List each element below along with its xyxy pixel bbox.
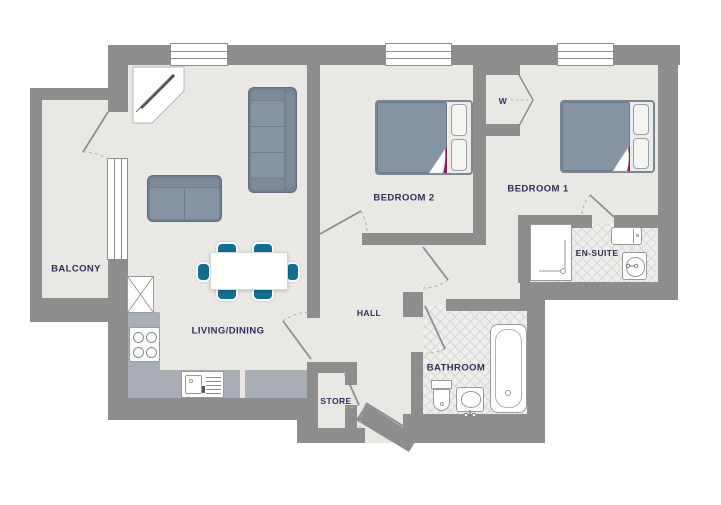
wall-balcony-left	[30, 88, 42, 318]
pillow	[633, 104, 649, 135]
sink-tap	[202, 386, 205, 393]
hob	[129, 327, 160, 362]
bathroom-sink	[456, 387, 484, 412]
armchair-back	[150, 178, 219, 187]
window-pane	[114, 159, 122, 259]
wall-store-stub-bottom	[345, 405, 357, 432]
sink-basin	[185, 375, 202, 394]
wall-left-upper	[108, 45, 128, 112]
room-label-balcony: BALCONY	[51, 263, 101, 275]
bathtub-inner	[495, 329, 522, 408]
wall-bathroom-bottom	[403, 414, 545, 443]
wall-closet-stub-bottom	[486, 124, 520, 136]
sofa-cushion-line	[251, 126, 284, 127]
wall-kitchen-bottom	[108, 398, 307, 420]
toilet-flush-dot	[636, 234, 639, 237]
wall-living-hall-lower	[307, 362, 318, 430]
armchair-cushion-line	[184, 188, 185, 219]
pillow	[451, 139, 467, 171]
wall-bathroom-top	[446, 299, 527, 311]
sofa-back	[286, 91, 294, 188]
dining-table	[210, 252, 288, 290]
bathtub	[490, 324, 527, 413]
duvet	[562, 102, 630, 171]
window-pane	[171, 51, 227, 59]
window-living	[170, 43, 228, 66]
hob-burner	[133, 332, 144, 343]
armchair	[147, 175, 222, 222]
room-label-bedroom2: BEDROOM 2	[373, 192, 435, 204]
basin-oval	[461, 391, 481, 408]
kitchen-sink	[181, 371, 224, 398]
pillow	[451, 104, 467, 136]
wall-store-top	[307, 362, 348, 373]
window-bedroom2	[385, 43, 452, 66]
washing-machine	[127, 276, 154, 313]
sofa-seat	[251, 101, 284, 178]
wall-ensuite-left	[518, 215, 530, 283]
wall-right	[658, 45, 678, 300]
wall-bedroom1-bottom-right	[614, 215, 658, 228]
room-label-store: STORE	[320, 396, 352, 406]
sink-tap-dot	[189, 379, 193, 383]
room-label-bathroom: BATHROOM	[426, 362, 486, 374]
bathtub-drain	[505, 390, 511, 396]
wall-balcony-top	[30, 88, 110, 100]
wall-balcony-bottom	[30, 298, 128, 322]
wall-closet-stub-top	[486, 63, 520, 75]
duvet	[377, 102, 447, 173]
hob-burner	[133, 347, 144, 358]
sofa-arm	[251, 179, 284, 190]
window-pane	[558, 51, 613, 59]
sink-drainer	[206, 377, 221, 394]
pillow	[633, 138, 649, 169]
wall-store-bottom	[298, 428, 365, 443]
room-label-ensuite: EN-SUITE	[575, 248, 619, 258]
room-label-wardrobe: W	[498, 96, 508, 106]
wall-store-stub-top	[345, 362, 357, 385]
kitchen-counter-bottom-right	[245, 370, 307, 398]
toilet-divider	[633, 229, 634, 243]
window-pane	[386, 51, 451, 59]
wall-bathroom-left	[411, 352, 423, 414]
wall-hall-stub	[403, 292, 423, 317]
toilet-flush-dot	[440, 402, 444, 406]
room-label-hall: HALL	[356, 308, 382, 318]
toilet	[431, 380, 452, 389]
window-bedroom1	[557, 43, 614, 66]
sofa	[248, 87, 297, 193]
sofa-cushion-line	[251, 152, 284, 153]
toilet-bowl	[433, 389, 450, 411]
shower	[530, 224, 572, 281]
bed-bedroom2	[375, 100, 473, 175]
hob-burner	[146, 332, 157, 343]
room-label-living-dining: LIVING/DINING	[191, 325, 265, 337]
wall-ensuite-bottom	[520, 282, 678, 300]
ensuite-sink	[622, 252, 647, 280]
sofa-arm	[251, 90, 284, 100]
bed-bedroom1	[560, 100, 655, 173]
dining-chair	[196, 262, 211, 282]
ensuite-toilet	[611, 227, 642, 245]
hob-burner	[146, 347, 157, 358]
wall-left-lower	[108, 258, 128, 420]
wall-bedroom-divider	[473, 65, 486, 245]
wall-bedroom2-bottom	[362, 233, 486, 245]
room-label-bedroom1: BEDROOM 1	[507, 183, 569, 195]
basin-oval	[626, 257, 645, 277]
window-balcony	[107, 158, 128, 260]
wall-bathroom-right	[527, 299, 545, 443]
wall-living-divider	[307, 65, 320, 318]
